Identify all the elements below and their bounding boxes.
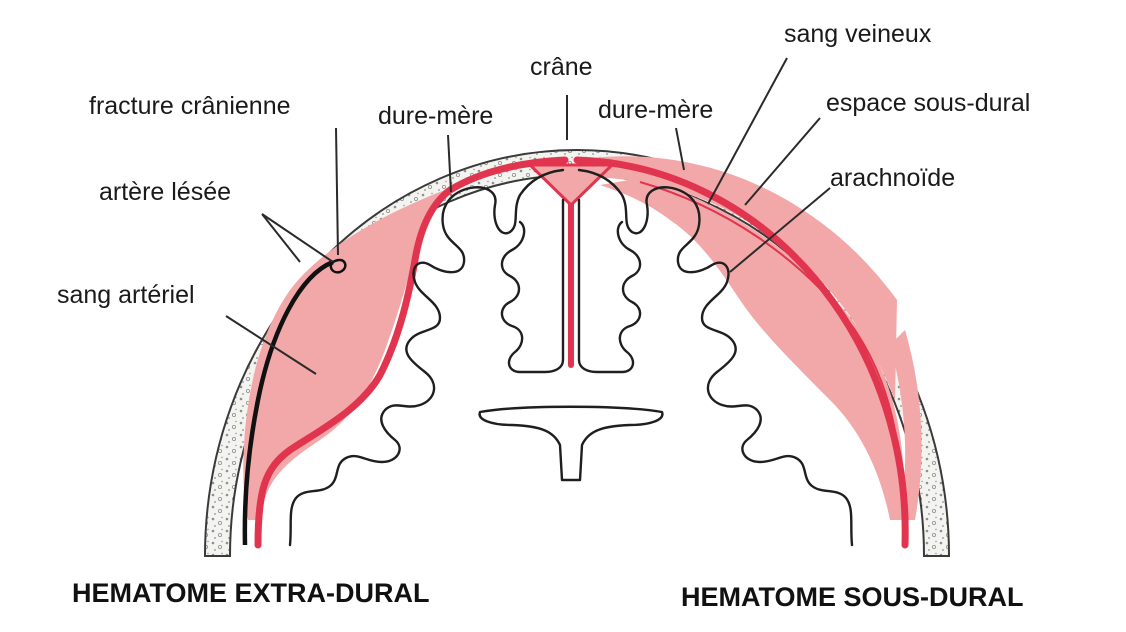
label-artere-lesee: artère lésée: [99, 178, 231, 206]
label-crane: crâne: [530, 53, 593, 81]
caption-subdural: HEMATOME SOUS-DURAL: [681, 582, 1024, 612]
label-dure-mere-left: dure-mère: [378, 102, 493, 130]
label-dure-mere-right: dure-mère: [598, 96, 713, 124]
label-fracture-cranienne: fracture crânienne: [89, 92, 291, 120]
label-sang-veineux: sang veineux: [784, 20, 932, 48]
caption-extradural: HEMATOME EXTRA-DURAL: [72, 578, 430, 608]
subdural-hematoma: [577, 156, 922, 520]
label-sang-arteriel: sang artériel: [57, 281, 195, 309]
label-arachnoide: arachnoïde: [830, 164, 955, 192]
label-espace-sous-dural: espace sous-dural: [826, 89, 1030, 117]
ventricles: [480, 407, 663, 480]
